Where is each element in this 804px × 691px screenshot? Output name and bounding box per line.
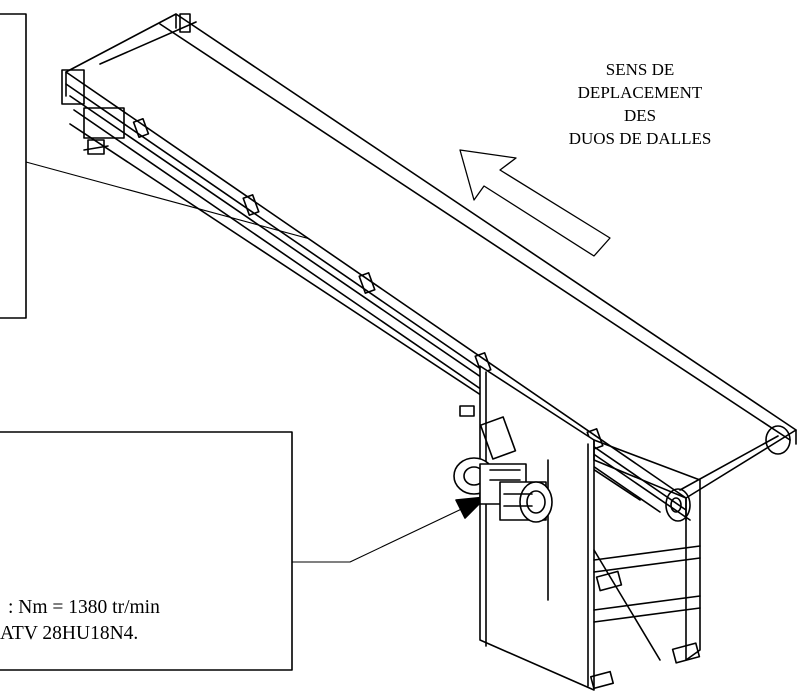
head-pulley — [665, 425, 791, 522]
leader-arrowhead-motor — [455, 496, 487, 519]
motor-callout-box — [0, 431, 293, 671]
direction-label-line-1: SENS DE — [605, 60, 675, 79]
tail-pulley — [61, 69, 125, 155]
motor-callout-text: : Nm = 1380 tr/min ATV 28HU18N4. — [0, 595, 330, 647]
motor-drive-text: ATV 28HU18N4. — [0, 623, 139, 644]
direction-label: SENS DE DEPLACEMENT DES DUOS DE DALLES — [520, 58, 760, 150]
direction-label-line-2: DEPLACEMENT — [577, 83, 703, 102]
support-frame — [479, 365, 701, 691]
top-callout-box — [0, 13, 27, 319]
direction-arrow — [459, 149, 611, 257]
direction-label-line-4: DUOS DE DALLES — [568, 129, 712, 148]
leader-line-motor — [291, 504, 471, 563]
direction-label-line-3: DES — [623, 106, 657, 125]
motor-speed-text: : Nm = 1380 tr/min — [8, 597, 160, 618]
motor-gearbox — [453, 405, 553, 523]
